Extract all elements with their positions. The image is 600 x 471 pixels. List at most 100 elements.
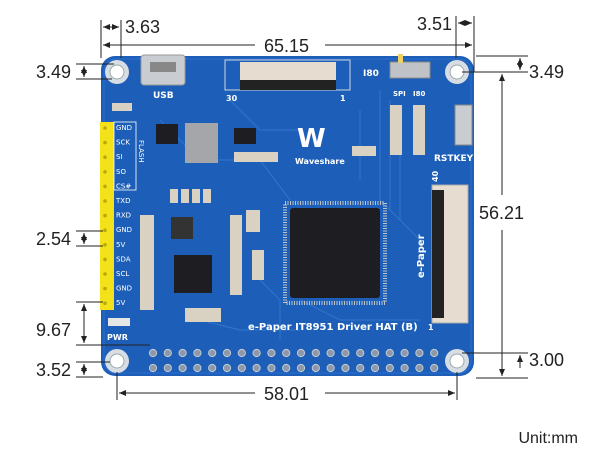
epaper-pin-bottom: 1 <box>428 323 434 332</box>
gpio-pin <box>356 348 365 358</box>
uart-i2c-header <box>100 122 114 310</box>
dimension-labels: 3.63 65.15 3.51 3.49 3.49 56.21 2.54 9.6… <box>36 14 564 404</box>
rstkey-label: RSTKEY <box>434 154 474 164</box>
gpio-pin <box>400 363 409 373</box>
gpio-pin <box>296 348 306 358</box>
header-pin <box>103 184 107 189</box>
pin-label: GND <box>116 285 132 293</box>
dim-top-right-offset: 3.51 <box>417 14 452 34</box>
flash-chip <box>156 124 178 144</box>
gpio-pin <box>267 348 276 358</box>
pin-label: GND <box>116 226 132 234</box>
gpio-pin <box>148 348 158 358</box>
header-pin <box>103 170 107 174</box>
pin-label: SI <box>116 153 123 161</box>
dim-pin-to-header: 9.67 <box>36 320 71 340</box>
header-pin <box>103 140 107 145</box>
dim-right-bottom-hole: 3.00 <box>529 350 564 370</box>
pin-label: SO <box>116 168 126 176</box>
header-pin <box>103 243 107 247</box>
gpio-pin <box>222 363 232 373</box>
dim-total-height: 56.21 <box>479 203 524 223</box>
gpio-pin <box>385 348 394 358</box>
pwr-label: PWR <box>107 333 128 342</box>
it8951-chip <box>290 208 380 298</box>
gpio-pin <box>163 363 172 373</box>
pin-label: SCK <box>116 139 130 147</box>
gpio-pin <box>370 348 380 358</box>
header-pin <box>103 286 107 291</box>
gpio-pin <box>193 348 202 358</box>
gpio-pin <box>208 348 217 358</box>
flash-label: FLASH <box>137 140 145 163</box>
gpio-pin <box>341 348 350 358</box>
gpio-pin <box>385 363 394 373</box>
waveshare-logo: W Waveshare <box>295 124 345 166</box>
dim-pin-pitch: 2.54 <box>36 229 71 249</box>
dim-total-width: 65.15 <box>264 36 309 56</box>
gpio-pin <box>430 363 439 373</box>
pin-label: TXD <box>115 197 130 205</box>
i80-label: I80 <box>363 69 379 79</box>
gpio-pin <box>311 363 320 373</box>
i80-switch-label: I80 <box>413 90 425 98</box>
header-pin <box>103 228 107 232</box>
gpio-pin <box>296 363 306 373</box>
fpc-left-label: 30 <box>226 94 238 103</box>
dim-top-left-offset: 3.63 <box>125 17 160 37</box>
gpio-pin <box>252 363 261 373</box>
dim-bottom-hole-spacing: 58.01 <box>264 384 309 404</box>
pin-label: SDA <box>116 255 131 263</box>
small-ic <box>234 128 256 144</box>
usb-label: USB <box>153 91 174 101</box>
inductor <box>185 123 218 163</box>
header-pin <box>103 126 107 130</box>
header-pin <box>103 199 107 203</box>
dim-left-bottom-hole: 3.52 <box>36 360 71 380</box>
pin-label: GND <box>116 124 132 132</box>
gpio-pin <box>267 363 276 373</box>
board-title: e-Paper IT8951 Driver HAT (B) <box>248 322 418 333</box>
gpio-pin <box>163 348 172 358</box>
header-pin <box>103 272 107 276</box>
dim-right-top-hole: 3.49 <box>529 62 564 82</box>
gpio-pin <box>282 363 291 373</box>
gpio-pin <box>326 363 335 373</box>
gpio-pin <box>311 348 320 358</box>
fpc-right-label: 1 <box>340 94 346 103</box>
gpio-pin <box>193 363 202 373</box>
pin-label: SCL <box>116 270 129 278</box>
pin-label: CS# <box>116 182 131 190</box>
epaper-pin-top: 40 <box>431 170 440 182</box>
gpio-pin <box>326 348 335 358</box>
epaper-label: e-Paper <box>416 234 427 278</box>
header-pin <box>103 213 107 218</box>
gpio-pin <box>237 363 246 373</box>
mcu-chip <box>174 255 212 293</box>
spi-label: SPI <box>393 90 406 98</box>
gpio-pin <box>208 363 217 373</box>
header-pin <box>103 155 107 159</box>
gpio-pin <box>237 348 246 358</box>
it8951-chip-pins <box>283 201 387 305</box>
gpio-pin <box>356 363 365 373</box>
reset-key[interactable] <box>454 104 473 146</box>
gpio-header <box>148 348 439 373</box>
gpio-pin <box>178 348 187 358</box>
header-pin <box>103 301 107 306</box>
gpio-pin <box>282 348 291 358</box>
gpio-pin <box>370 363 380 373</box>
gpio-pin <box>400 348 409 358</box>
gpio-pin <box>415 363 424 373</box>
dim-left-top-hole: 3.49 <box>36 62 71 82</box>
gpio-pin <box>430 348 439 358</box>
pin-label: 5V <box>116 299 125 307</box>
gpio-pin <box>252 348 261 358</box>
dimension-lines <box>76 16 528 400</box>
gpio-pin <box>415 348 424 358</box>
inductor-small <box>171 217 193 239</box>
pin-label: 5V <box>116 241 125 249</box>
